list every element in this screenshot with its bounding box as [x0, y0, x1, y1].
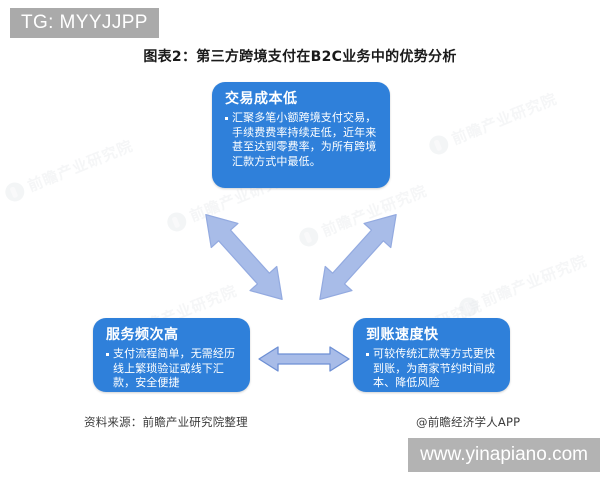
circle-logo-icon: [456, 294, 482, 320]
card-body: 汇聚多笔小额跨境支付交易，手续费费率持续走低，近年来甚至达到零费率，为所有跨境汇…: [225, 111, 378, 169]
credit-note: @前瞻经济学人APP: [416, 415, 521, 429]
advantage-card-arrival-speed[interactable]: 到账速度快 可较传统汇款等方式更快到账，为商家节约时间成本、降低风险: [353, 318, 510, 392]
tg-watermark-label: TG: MYYJJPP: [21, 12, 148, 33]
watermark-label: 前瞻产业研究院: [25, 136, 136, 196]
card-title: 到账速度快: [366, 327, 439, 343]
watermark-item: 前瞻产业研究院: [456, 250, 590, 320]
circle-logo-icon: [2, 179, 28, 205]
source-note: 资料来源：前瞻产业研究院整理: [84, 415, 248, 429]
card-title: 服务频次高: [106, 327, 179, 343]
watermark-label: 前瞻产业研究院: [479, 251, 590, 311]
double-headed-arrow-icon-horizontal: [258, 346, 350, 372]
url-watermark-label: www.yinapiano.com: [420, 444, 588, 465]
watermark-item: 前瞻产业研究院: [2, 135, 136, 205]
watermark-item: 前瞻产业研究院: [426, 88, 560, 158]
tg-watermark-band: TG: MYYJJPP: [10, 8, 159, 38]
double-headed-arrow-icon-left: [205, 214, 283, 300]
circle-logo-icon: [426, 132, 452, 158]
advantage-card-service-frequency[interactable]: 服务频次高 支付流程简单，无需经历线上繁琐验证或线下汇款，安全便捷: [93, 318, 250, 392]
card-title: 交易成本低: [225, 91, 298, 107]
card-body: 可较传统汇款等方式更快到账，为商家节约时间成本、降低风险: [366, 347, 498, 391]
card-body: 支付流程简单，无需经历线上繁琐验证或线下汇款，安全便捷: [106, 347, 238, 391]
page-title: 图表2：第三方跨境支付在B2C业务中的优势分析: [143, 49, 457, 65]
double-headed-arrow-icon-right: [319, 214, 397, 300]
watermark-label: 前瞻产业研究院: [449, 89, 560, 149]
advantage-card-transaction-cost[interactable]: 交易成本低 汇聚多笔小额跨境支付交易，手续费费率持续走低，近年来甚至达到零费率，…: [212, 82, 390, 188]
url-watermark-band: www.yinapiano.com: [408, 438, 600, 472]
